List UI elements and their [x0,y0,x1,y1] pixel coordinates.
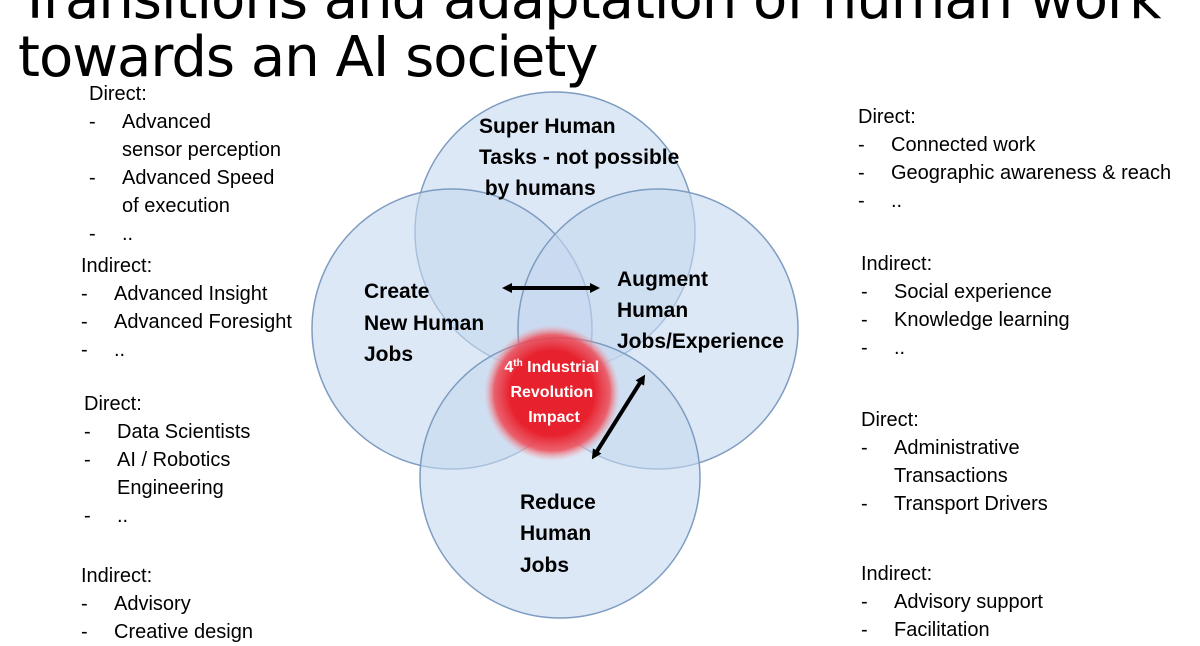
dash-bullet-icon: - [89,167,96,189]
section-heading: Indirect: [81,565,153,587]
list-item: -Social experience [861,278,1070,306]
dash-bullet-icon: - [84,421,91,443]
right-top-indirect: Indirect: -Social experience -Knowledge … [861,250,1070,362]
list-item: -Geographic awareness & reach [858,159,1171,187]
dash-bullet-icon: - [858,134,865,156]
list-item: -Data Scientists [84,418,250,446]
center-impact-label: 4th Industrial Revolution Impact [504,358,603,426]
dash-bullet-icon: - [861,437,868,459]
list-item: -AI / Robotics Engineering [84,446,250,502]
title-line-1: Transitions and adaptation of human work [18,0,1161,28]
list-item: -Transport Drivers [861,490,1048,518]
list-item: -.. [89,220,281,248]
circle-bottom-label: Reduce Human Jobs [520,491,602,577]
dash-bullet-icon: - [81,621,88,643]
list-item: -Advanced Speed of execution [89,164,281,220]
list-item: -Advanced Insight [81,280,292,308]
page-title: towards an AI society [18,25,598,90]
section-heading: Direct: [858,106,916,128]
dash-bullet-icon: - [81,283,88,305]
dash-bullet-icon: - [89,223,96,245]
dash-bullet-icon: - [861,337,868,359]
section-heading: Direct: [84,393,142,415]
section-heading: Direct: [861,409,919,431]
list-item: -.. [81,336,292,364]
list-item: -Advanced sensor perception [89,108,281,164]
circle-right-label: Augment Human Jobs/Experience [617,268,784,353]
left-bottom-indirect: Indirect: -Advisory -Creative design [81,562,253,646]
circle-top-label: Super Human Tasks - not possible by huma… [479,115,685,200]
dash-bullet-icon: - [861,591,868,613]
dash-bullet-icon: - [858,162,865,184]
section-heading: Direct: [89,83,147,105]
left-top-direct-list: -Advanced sensor perception -Advanced Sp… [89,108,281,248]
list-item: -Advanced Foresight [81,308,292,336]
left-top-indirect: Indirect: -Advanced Insight -Advanced Fo… [81,252,292,364]
dash-bullet-icon: - [81,593,88,615]
dash-bullet-icon: - [858,190,865,212]
list-item: -Knowledge learning [861,306,1070,334]
right-top-direct: Direct: -Connected work -Geographic awar… [858,103,1171,215]
list-item: -Administrative Transactions [861,434,1048,490]
dash-bullet-icon: - [84,505,91,527]
dash-bullet-icon: - [861,493,868,515]
left-bottom-direct: Direct: -Data Scientists -AI / Robotics … [84,390,250,530]
dash-bullet-icon: - [861,619,868,641]
section-heading: Indirect: [861,253,933,275]
circle-left-label: Create New Human Jobs [364,280,490,366]
section-heading: Indirect: [861,563,933,585]
right-bottom-direct: Direct: -Administrative Transactions -Tr… [861,406,1048,518]
list-item: -Advisory [81,590,253,618]
dash-bullet-icon: - [84,449,91,471]
venn-diagram: Super Human Tasks - not possible by huma… [311,91,799,619]
dash-bullet-icon: - [81,311,88,333]
section-heading: Indirect: [81,255,153,277]
double-arrow-icon [591,374,646,460]
list-item: -Advisory support [861,588,1043,616]
list-item: -Connected work [858,131,1171,159]
list-item: -.. [861,334,1070,362]
right-bottom-indirect: Indirect: -Advisory support -Facilitatio… [861,560,1043,644]
list-item: -Facilitation [861,616,1043,644]
dash-bullet-icon: - [81,339,88,361]
list-item: -.. [858,187,1171,215]
left-top-direct: Direct: [89,80,147,108]
dash-bullet-icon: - [89,111,96,133]
dash-bullet-icon: - [861,309,868,331]
dash-bullet-icon: - [861,281,868,303]
center-impact-blob [484,325,620,461]
list-item: -.. [84,502,250,530]
list-item: -Creative design [81,618,253,646]
